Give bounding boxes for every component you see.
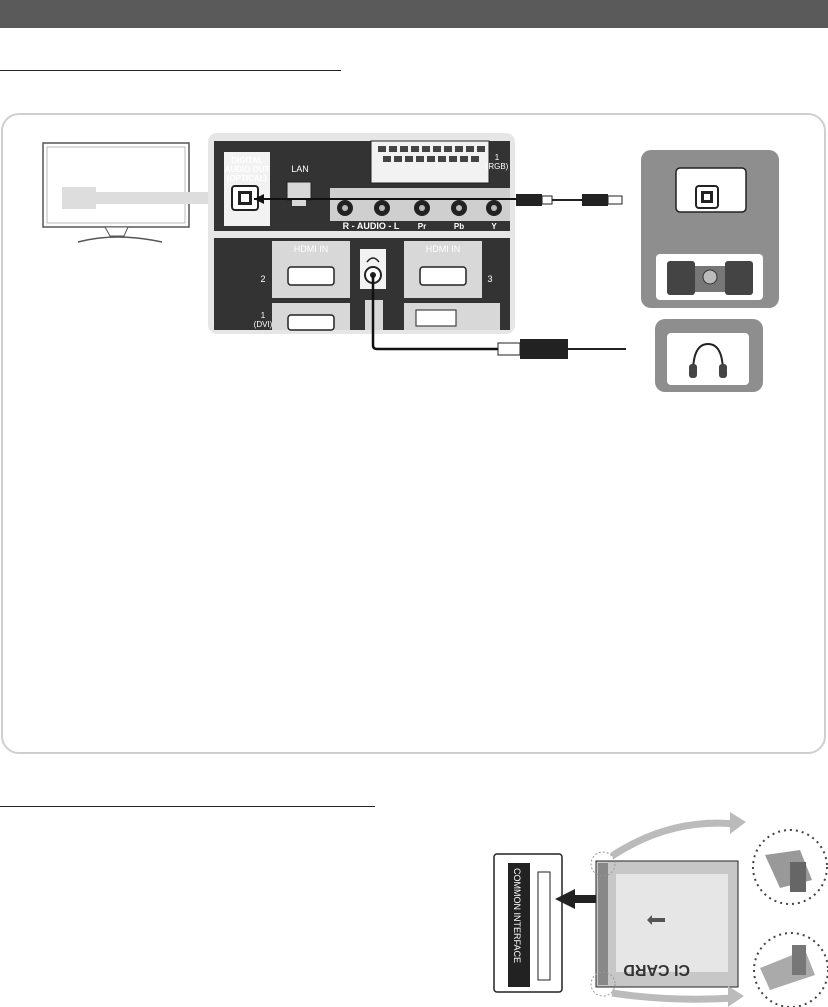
hdmi-1-label: 1 bbox=[261, 311, 266, 320]
headphones-box bbox=[655, 319, 763, 392]
headphone-cable bbox=[371, 275, 626, 359]
audio-system-box bbox=[641, 150, 779, 308]
y-label: Y bbox=[491, 222, 497, 231]
common-interface-label: COMMON INTERFACE bbox=[512, 868, 522, 963]
pr-label: Pr bbox=[418, 222, 426, 231]
header-bar bbox=[0, 0, 828, 28]
digital-audio-out-label: AUDIO OUT bbox=[225, 165, 270, 174]
hdmi-1-label: (DVI) bbox=[254, 320, 273, 329]
ci-card-illustration: COMMON INTERFACE CI CARD bbox=[493, 812, 828, 1007]
tv-illustration bbox=[42, 142, 214, 243]
hdmi-2-label: 2 bbox=[260, 274, 265, 284]
section-rule-top bbox=[0, 70, 341, 71]
digital-audio-out-label: (OPTICAL) bbox=[227, 174, 268, 183]
digital-audio-out-label: DIGITAL bbox=[231, 156, 263, 165]
port-panel: DIGITAL AUDIO OUT (OPTICAL) LAN R - AUDI… bbox=[208, 133, 515, 334]
audio-label: R - AUDIO - L bbox=[343, 221, 400, 231]
hdmi-in-label: HDMI IN bbox=[426, 244, 461, 254]
headphones-icon bbox=[689, 342, 727, 378]
pb-label: Pb bbox=[454, 222, 464, 231]
lan-label: LAN bbox=[291, 164, 309, 174]
hdmi-in-label: HDMI IN bbox=[294, 244, 329, 254]
section-rule-bottom bbox=[0, 806, 375, 807]
optical-cable bbox=[254, 194, 623, 206]
ci-card-label: CI CARD bbox=[623, 961, 690, 978]
rgb-label: 1 bbox=[495, 153, 500, 162]
hdmi-3-label: 3 bbox=[487, 274, 492, 284]
rgb-label: (RGB) bbox=[486, 162, 509, 171]
